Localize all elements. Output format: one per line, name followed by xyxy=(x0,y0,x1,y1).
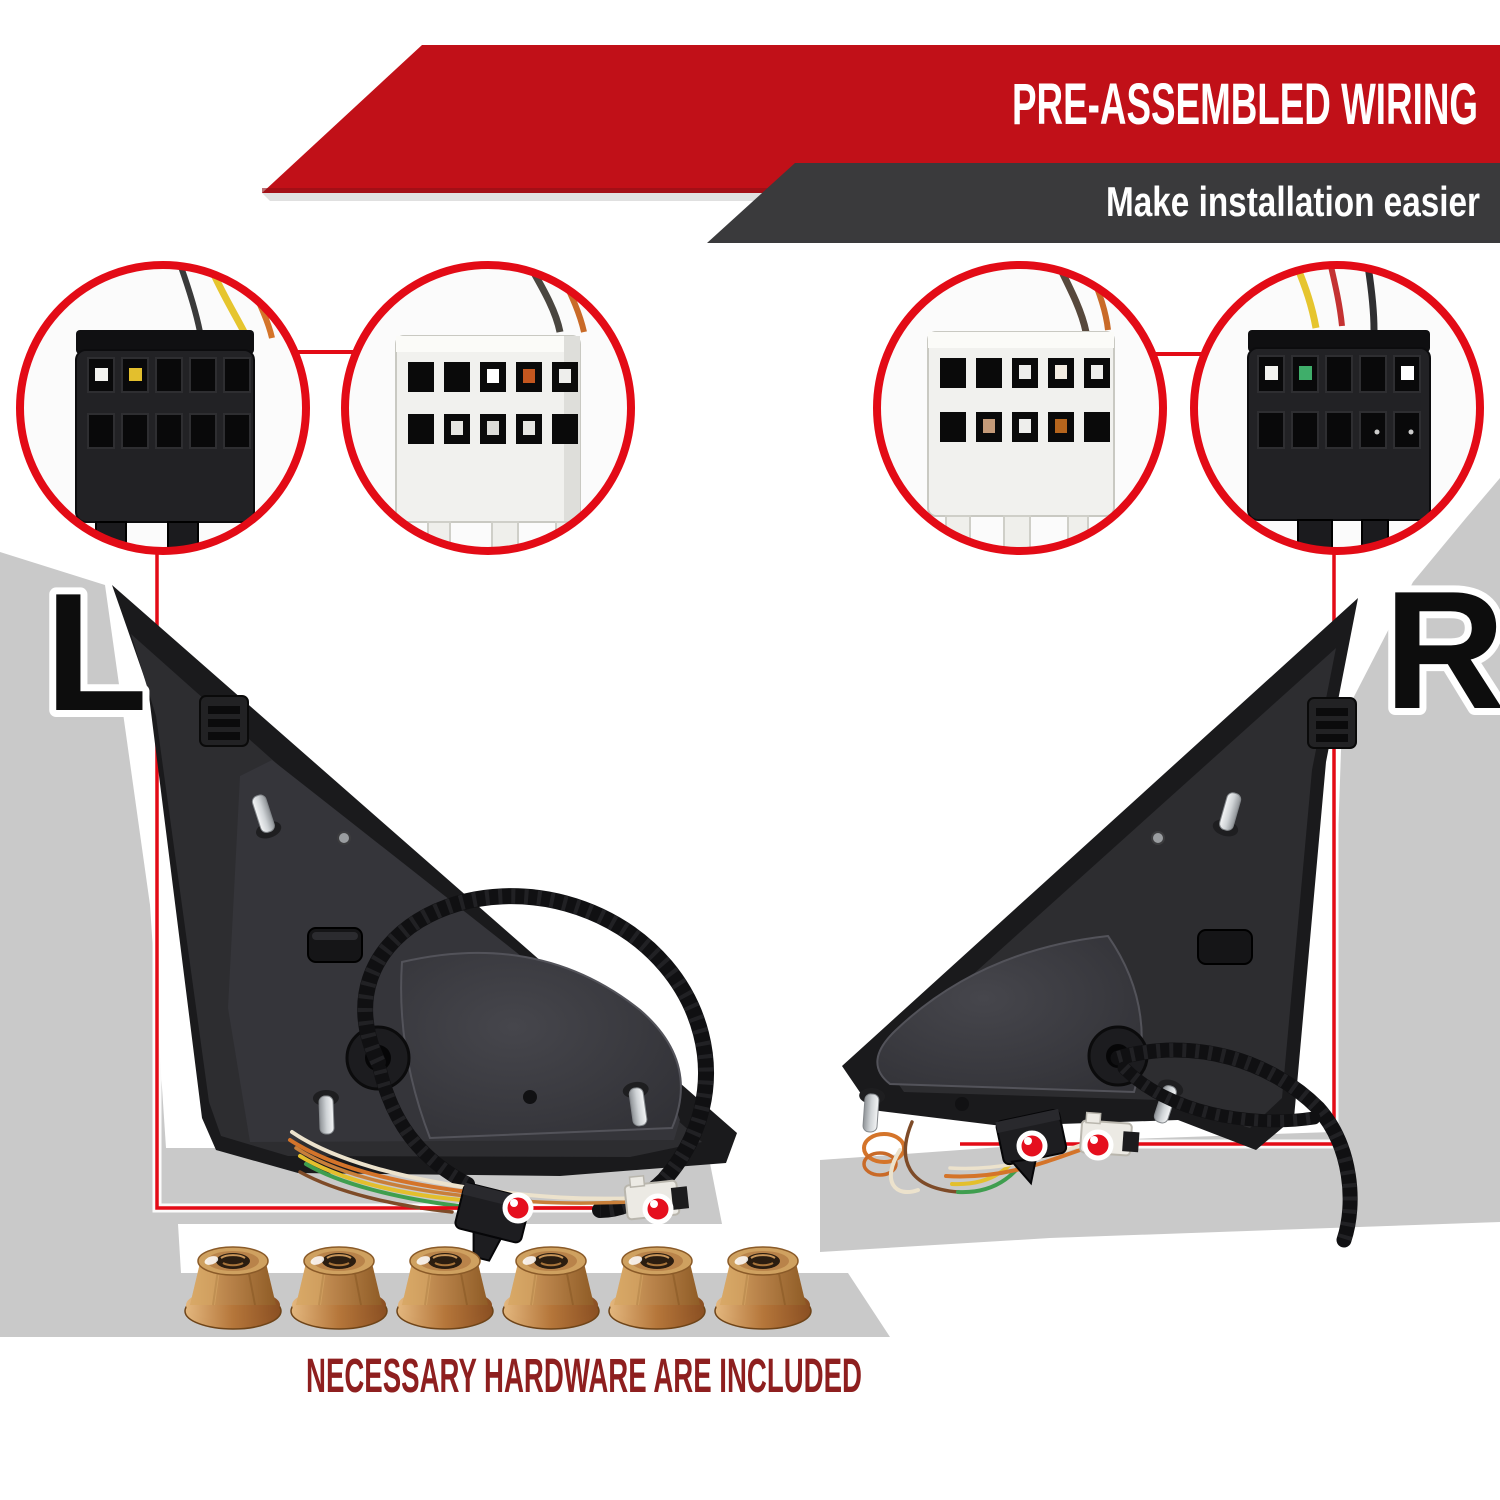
callout-black-connector-left xyxy=(16,261,310,555)
hardware-note: NECESSARY HARDWARE ARE INCLUDED xyxy=(306,1350,862,1403)
banner-title: PRE-ASSEMBLED WIRING xyxy=(1012,72,1478,137)
red-callout-ring xyxy=(16,261,310,555)
banner-subtitle: Make installation easier xyxy=(1106,178,1480,225)
mount-clip xyxy=(1307,697,1357,749)
screw-head xyxy=(1151,831,1165,845)
hex-flange-nut xyxy=(396,1246,494,1330)
wiring-harness-loop xyxy=(1110,1042,1358,1248)
callout-black-connector-right xyxy=(1190,261,1484,555)
hex-flange-nut xyxy=(502,1246,600,1330)
banner-red xyxy=(262,45,1500,193)
connector-pin-grid xyxy=(940,358,1110,442)
black-wire xyxy=(177,267,203,333)
red-callout-ring xyxy=(341,261,635,555)
callout-white-connector-right xyxy=(873,261,1167,555)
wiring-point-marker xyxy=(502,1192,534,1224)
side-label-left: L xyxy=(45,558,148,746)
red-callout-ring xyxy=(873,261,1167,555)
mount-clip xyxy=(199,695,249,747)
screw-hole xyxy=(523,1090,537,1104)
connector-pin-grid xyxy=(1257,355,1421,449)
background-wedge-left xyxy=(0,552,890,1337)
connector-pin-grid xyxy=(87,357,251,449)
screw-hole xyxy=(955,1097,969,1111)
wiring-point-marker xyxy=(1082,1129,1114,1161)
hex-flange-nut xyxy=(608,1246,706,1330)
hex-flange-nut xyxy=(290,1246,388,1330)
connector-pin-grid xyxy=(408,362,578,444)
callout-white-connector-left xyxy=(341,261,635,555)
black-wire xyxy=(1364,267,1378,331)
red-callout-ring xyxy=(1190,261,1484,555)
banner-dark xyxy=(707,163,1500,243)
wiring-point-markers xyxy=(502,1129,1114,1225)
mount-slot xyxy=(1197,929,1253,965)
wiring-point-marker xyxy=(642,1193,674,1225)
mirror-bracket-left xyxy=(112,585,737,1218)
wiring-point-marker xyxy=(1016,1130,1048,1162)
screw-head xyxy=(337,831,351,845)
hex-flange-nut xyxy=(184,1246,282,1330)
side-label-right: R xyxy=(1384,556,1500,744)
mirror-bracket-right xyxy=(842,598,1358,1248)
hex-flange-nut xyxy=(714,1246,812,1330)
